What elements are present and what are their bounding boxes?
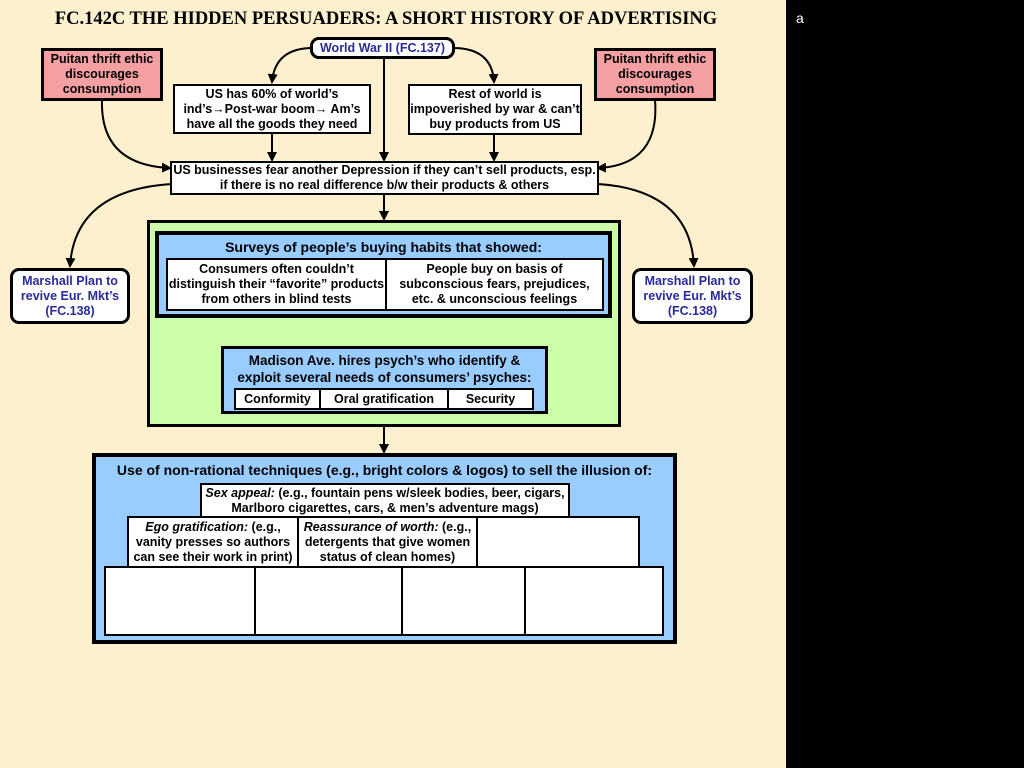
need-security: Security <box>447 388 534 410</box>
reassurance-of-worth-box: Reassurance of worth: (e.g., detergents … <box>297 516 478 568</box>
survey-finding-subconscious: People buy on basis of subconscious fear… <box>385 258 604 311</box>
reassurance-of-worth-text: (e.g., detergents that give women status… <box>304 519 472 564</box>
empty-technique-box-4 <box>401 566 526 636</box>
survey-finding-blind-tests: Consumers often couldn’t distinguish the… <box>166 258 387 311</box>
madison-ave-panel: Madison Ave. hires psych’s who identify … <box>221 346 548 414</box>
thrift-ethic-right: Puitan thrift ethic discourages consumpt… <box>594 48 716 101</box>
madison-ave-header: Madison Ave. hires psych’s who identify … <box>237 353 532 385</box>
surveys-header: Surveys of people’s buying habits that s… <box>225 239 542 255</box>
ego-gratification-label: Ego gratification: <box>145 519 249 534</box>
sex-appeal-box: Sex appeal: (e.g., fountain pens w/sleek… <box>200 483 570 518</box>
techniques-panel: Use of non-rational techniques (e.g., br… <box>92 453 677 644</box>
sex-appeal-label: Sex appeal: <box>205 485 275 500</box>
empty-technique-box-1 <box>476 516 640 568</box>
need-conformity: Conformity <box>234 388 321 410</box>
marshall-plan-left: Marshall Plan to revive Eur. Mkt’s (FC.1… <box>10 268 130 324</box>
marshall-plan-right: Marshall Plan to revive Eur. Mkt’s (FC.1… <box>632 268 753 324</box>
us-industry-box: US has 60% of world’s ind’s→Post-war boo… <box>173 84 371 134</box>
sex-appeal-text: (e.g., fountain pens w/sleek bodies, bee… <box>231 485 565 515</box>
reassurance-of-worth-label: Reassurance of worth: <box>303 519 439 534</box>
ego-gratification-box: Ego gratification: (e.g., vanity presses… <box>127 516 299 568</box>
depression-fear-box: US businesses fear another Depression if… <box>170 161 599 195</box>
empty-technique-box-3 <box>254 566 403 636</box>
rest-of-world-box: Rest of world is impoverished by war & c… <box>408 84 582 135</box>
slide: FC.142C THE HIDDEN PERSUADERS: A SHORT H… <box>0 0 786 768</box>
techniques-header: Use of non-rational techniques (e.g., br… <box>116 462 653 478</box>
ww2-box: World War II (FC.137) <box>310 37 455 59</box>
side-label: a <box>796 10 804 26</box>
need-oral-gratification: Oral gratification <box>319 388 449 410</box>
empty-technique-box-5 <box>524 566 664 636</box>
thrift-ethic-left: Puitan thrift ethic discourages consumpt… <box>41 48 163 101</box>
page-title: FC.142C THE HIDDEN PERSUADERS: A SHORT H… <box>54 9 718 29</box>
surveys-panel: Surveys of people’s buying habits that s… <box>155 231 612 318</box>
ego-gratification-text: (e.g., vanity presses so authors can see… <box>133 519 293 564</box>
empty-technique-box-2 <box>104 566 256 636</box>
